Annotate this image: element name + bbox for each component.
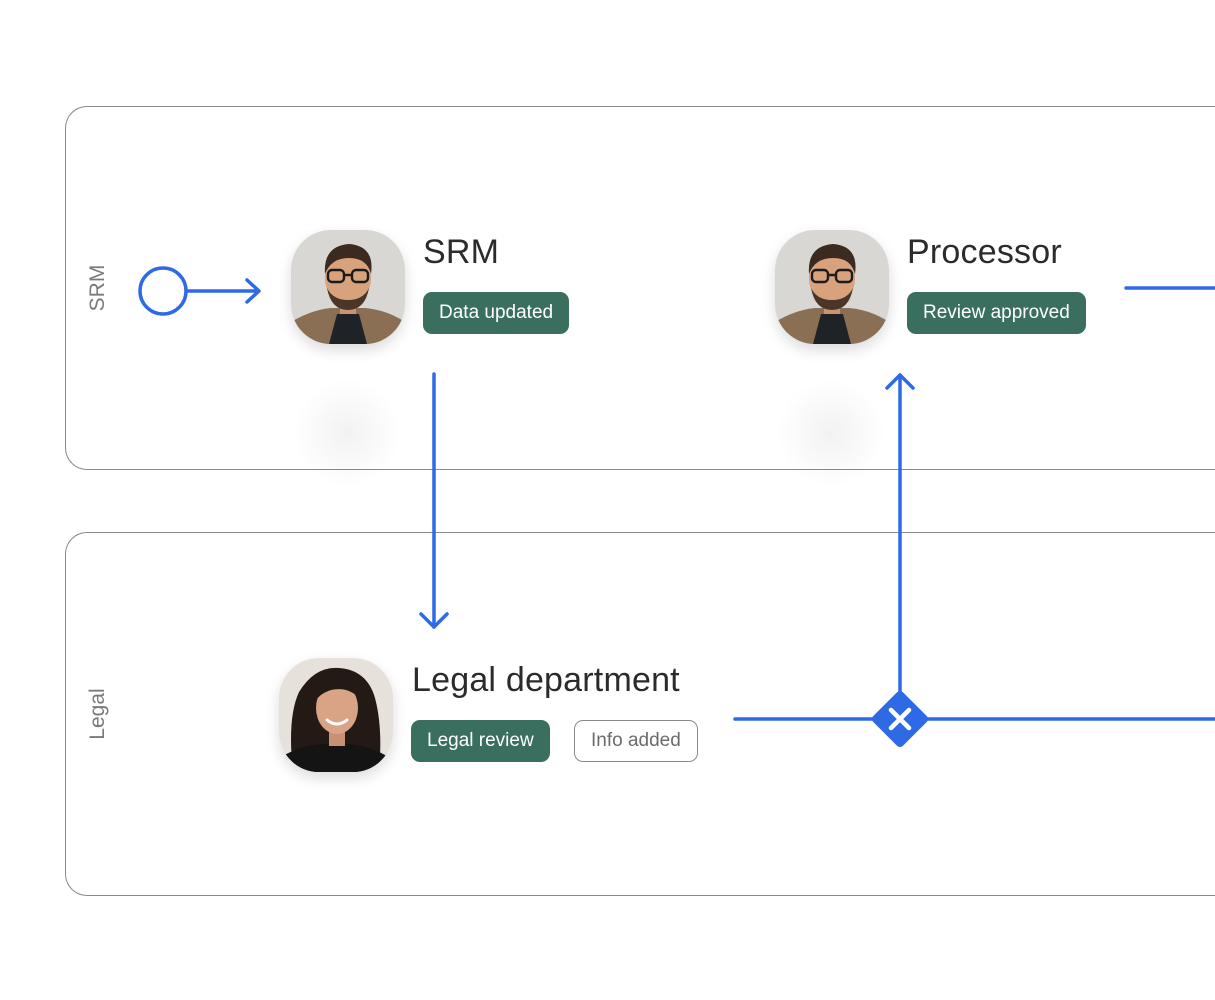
- legal-avatar[interactable]: [279, 658, 393, 772]
- exclusive-gateway: [871, 690, 929, 748]
- person-icon: [775, 230, 889, 344]
- srm-avatar[interactable]: [291, 230, 405, 344]
- start-event-icon: [138, 266, 188, 316]
- status-chip-data-updated[interactable]: Data updated: [423, 292, 570, 334]
- avatar-shadow: [776, 378, 886, 488]
- arrowhead-right-icon: [245, 278, 261, 304]
- avatar-shadow: [292, 378, 402, 488]
- srm-node-title: SRM: [423, 233, 500, 271]
- processor-node-title: Processor: [907, 233, 1062, 271]
- status-chip-legal-review[interactable]: Legal review: [411, 720, 550, 762]
- swimlane-legal: [65, 532, 1215, 896]
- person-icon: [279, 658, 393, 772]
- legal-node-title: Legal department: [412, 661, 680, 699]
- swimlane-srm: [65, 106, 1215, 470]
- x-icon: [888, 707, 912, 731]
- arrowhead-up-icon: [885, 373, 915, 390]
- processor-avatar[interactable]: [775, 230, 889, 344]
- arrowhead-down-icon: [419, 612, 449, 629]
- status-chip-info-added[interactable]: Info added: [574, 720, 698, 762]
- status-chip-review-approved[interactable]: Review approved: [907, 292, 1086, 334]
- person-icon: [291, 230, 405, 344]
